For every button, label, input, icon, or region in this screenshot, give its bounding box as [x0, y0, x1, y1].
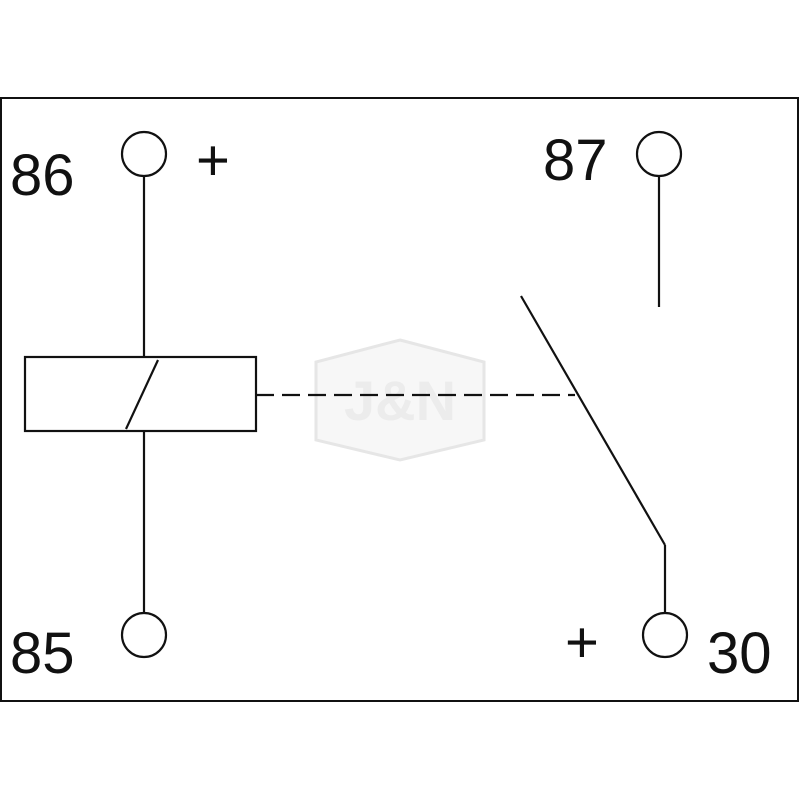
terminal-87: [635, 130, 683, 178]
label-85: 85: [10, 621, 75, 686]
label-30: 30: [707, 621, 772, 686]
switch-contact: [520, 295, 666, 546]
plus-86: +: [196, 128, 230, 193]
terminal-86: [120, 130, 168, 178]
terminal-30: [641, 611, 689, 659]
coil-slash: [125, 359, 159, 430]
terminal-85: [120, 611, 168, 659]
label-87: 87: [543, 128, 608, 193]
svg-text:J&N: J&N: [344, 369, 456, 432]
watermark-logo: J&N: [314, 338, 486, 462]
label-86: 86: [10, 143, 75, 208]
plus-30: +: [565, 610, 599, 675]
